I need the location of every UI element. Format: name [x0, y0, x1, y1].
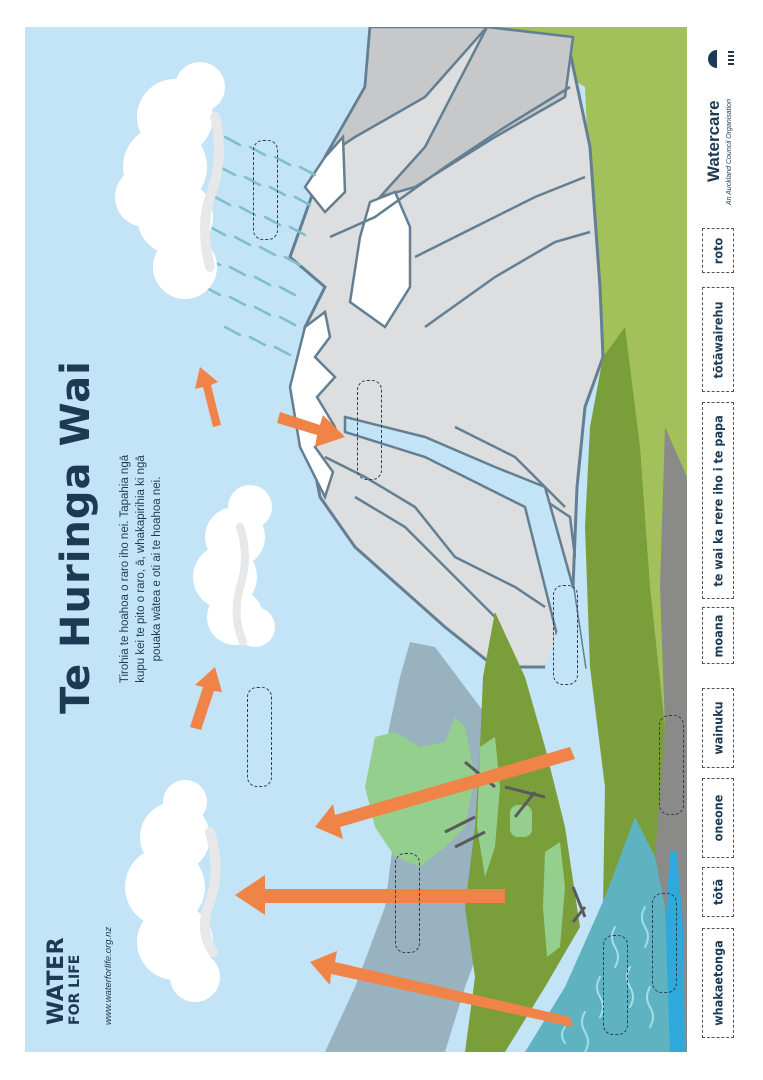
cloud-3	[125, 780, 220, 1002]
evaporation-sea-arrow	[310, 951, 573, 1027]
instruction-line-3: pouaka wātea e oti ai te hoahoa nei.	[151, 476, 163, 662]
evaporation-up-arrow-1	[195, 367, 221, 427]
instructions: Tirohia te hoahoa o raro iho nei. Tapahi…	[117, 424, 165, 714]
word-card-label: whakaetonga	[710, 940, 726, 1026]
answer-slot-5[interactable]	[395, 853, 420, 953]
answer-slot-4[interactable]	[247, 687, 272, 787]
watercare-logo: Watercare	[704, 100, 724, 182]
instruction-line-2: kupu kei te pito o raro, ā, whakapirihia…	[135, 455, 147, 683]
cloud-1	[115, 62, 225, 299]
word-card-label: wainuku	[710, 701, 726, 755]
logo-line-2: FOR LIFE	[67, 954, 83, 1025]
word-card-label: moana	[710, 614, 726, 657]
answer-slot-2[interactable]	[357, 380, 382, 480]
page-title: Te Huringa Wai	[53, 360, 99, 714]
water-for-life-logo: WATER FOR LIFE	[44, 936, 83, 1025]
word-card-te-wai-ka-rere-iho-i-te-papa[interactable]: te wai ka rere iho i te papa	[702, 402, 734, 599]
watercare-name: Watercare	[704, 100, 723, 182]
transpiration-arrow-1	[315, 747, 575, 839]
answer-slot-6[interactable]	[659, 715, 684, 815]
word-card-totawairehu[interactable]: tōtāwairehu	[702, 287, 734, 392]
runoff-arrow	[277, 412, 345, 447]
tree-3	[543, 842, 565, 957]
word-card-moana[interactable]: moana	[702, 607, 734, 664]
word-card-label: te wai ka rere iho i te papa	[710, 414, 726, 587]
water-cycle-diagram: Te Huringa Wai Tirohia te hoahoa o raro …	[25, 27, 687, 1052]
answer-slot-8[interactable]	[603, 935, 628, 1035]
word-card-label: roto	[710, 237, 726, 264]
logo-line-1: WATER	[44, 936, 69, 1025]
transpiration-arrow-2	[235, 875, 505, 915]
instruction-line-1: Tirohia te hoahoa o raro iho nei. Tapahi…	[119, 454, 131, 684]
website-url: www.waterforlife.org.nz	[103, 926, 114, 1025]
evaporation-up-arrow-2	[190, 667, 222, 730]
word-card-roto[interactable]: roto	[702, 228, 734, 273]
word-card-tota[interactable]: tōtā	[702, 867, 734, 917]
watercare-emblem-icon	[708, 50, 734, 68]
sea	[525, 817, 670, 1052]
word-card-label: oneone	[710, 794, 726, 842]
answer-slot-7[interactable]	[652, 893, 677, 993]
water-cycle-illustration	[25, 27, 687, 1052]
word-card-label: tōtāwairehu	[710, 300, 726, 379]
word-card-whakaetonga[interactable]: whakaetonga	[702, 928, 734, 1038]
answer-slot-1[interactable]	[253, 140, 278, 240]
watercare-tagline: An Auckland Council Organisation	[726, 99, 733, 205]
answer-slot-3[interactable]	[553, 585, 578, 685]
word-card-label: tōtā	[710, 878, 726, 906]
word-card-wainuku[interactable]: wainuku	[702, 688, 734, 768]
word-card-oneone[interactable]: oneone	[702, 778, 734, 858]
